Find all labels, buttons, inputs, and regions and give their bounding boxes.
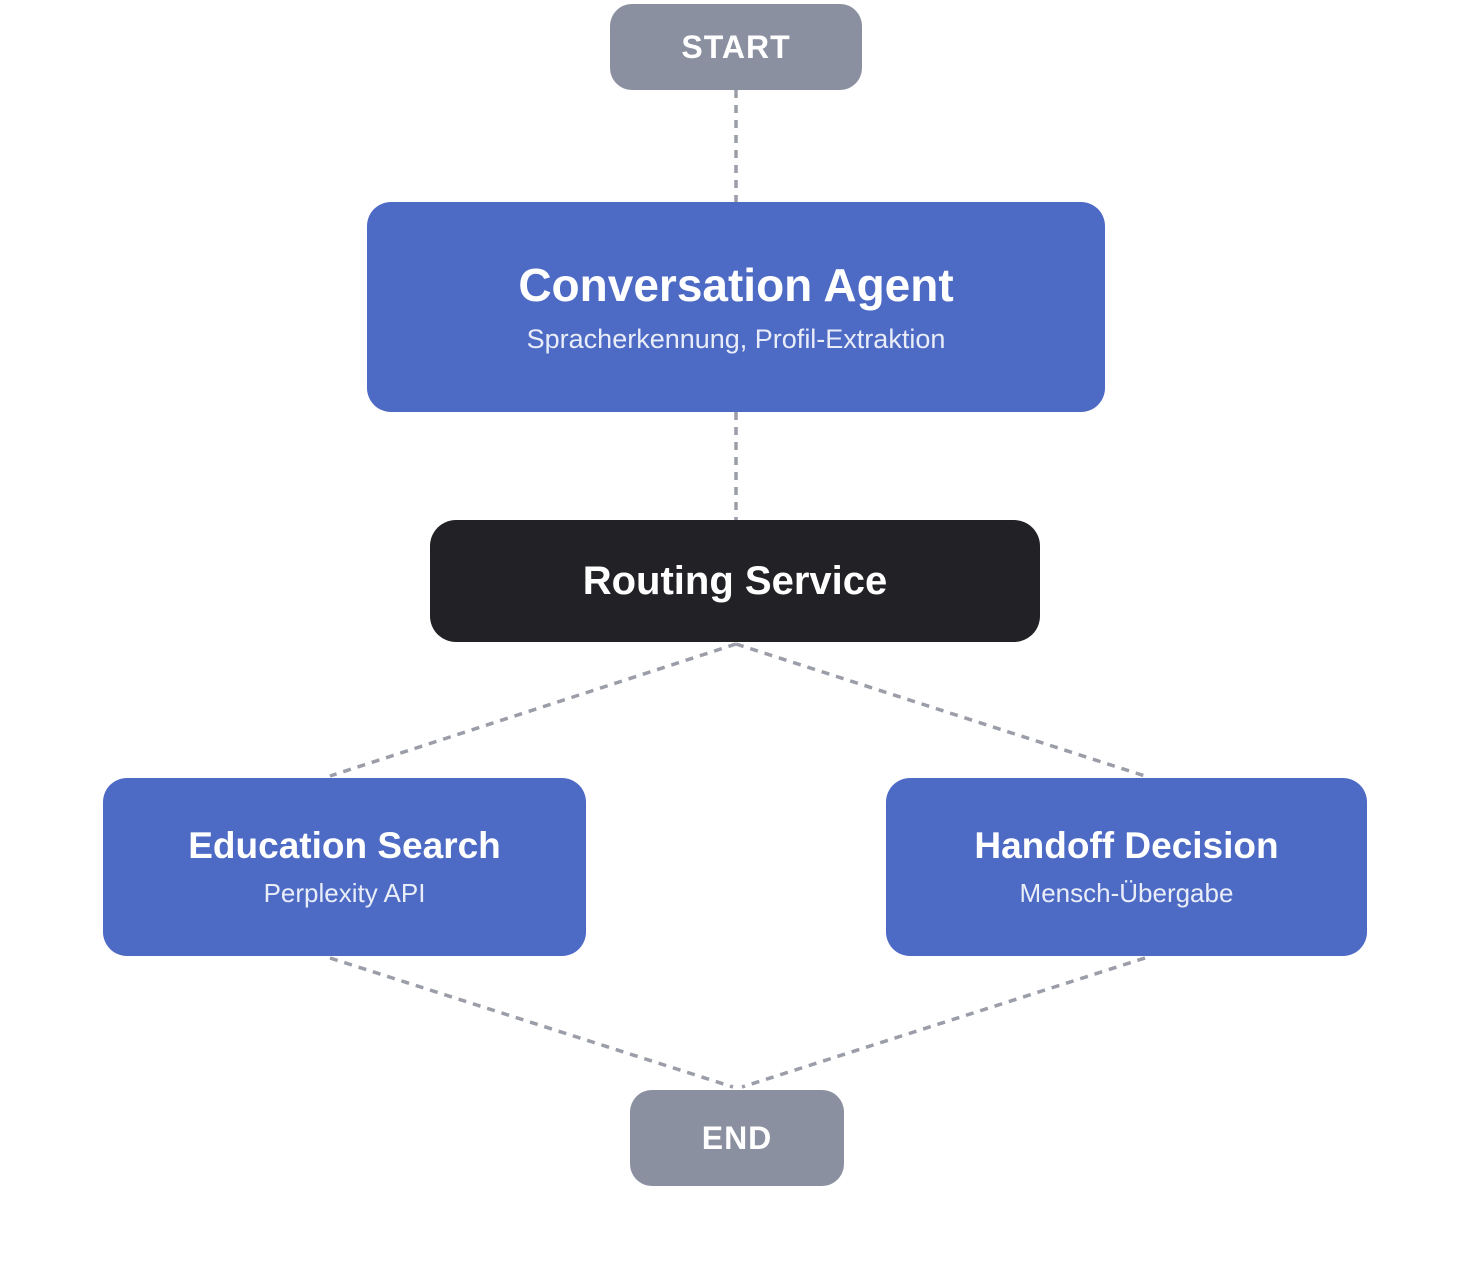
conversation-agent-node: Conversation Agent Spracherkennung, Prof… — [367, 202, 1105, 412]
handoff-decision-title: Handoff Decision — [974, 824, 1279, 866]
edge-routing-service-to-education-search — [329, 642, 737, 778]
edge-education-search-to-end — [329, 956, 734, 1089]
edge-handoff-decision-to-end — [741, 956, 1146, 1089]
handoff-decision-node: Handoff Decision Mensch-Übergabe — [886, 778, 1367, 956]
conversation-agent-subtitle: Spracherkennung, Profil-Extraktion — [526, 324, 946, 355]
education-search-subtitle: Perplexity API — [263, 878, 426, 909]
routing-service-node: Routing Service — [430, 520, 1040, 642]
edge-routing-service-to-handoff-decision — [735, 642, 1146, 778]
start-node: START — [610, 4, 862, 90]
end-label: END — [701, 1119, 773, 1156]
end-node: END — [630, 1090, 844, 1186]
education-search-title: Education Search — [188, 824, 501, 866]
conversation-agent-title: Conversation Agent — [518, 258, 954, 311]
start-label: START — [681, 28, 791, 65]
education-search-node: Education Search Perplexity API — [103, 778, 586, 956]
routing-service-title: Routing Service — [582, 559, 888, 603]
handoff-decision-subtitle: Mensch-Übergabe — [1019, 878, 1234, 909]
